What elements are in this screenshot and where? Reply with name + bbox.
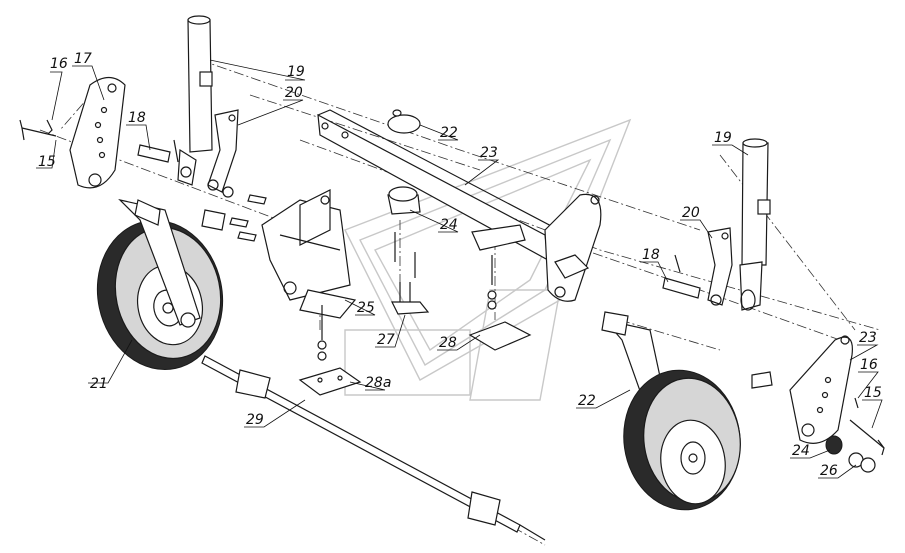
label-18-left: 18: [128, 110, 146, 126]
label-25: 25: [357, 300, 375, 316]
left-bracket: [207, 109, 239, 193]
label-20-left: 20: [285, 85, 303, 101]
center-brackets: [468, 224, 532, 351]
left-mount-bracket: [261, 189, 357, 319]
label-23-right: 23: [859, 330, 877, 346]
label-26: 26: [820, 463, 838, 479]
bottom-plate: [298, 305, 362, 396]
label-15-right: 15: [864, 385, 882, 401]
center-clamp: [387, 186, 430, 315]
right-outer-plate: [751, 335, 885, 473]
left-post: [177, 15, 213, 186]
left-pin: [19, 119, 57, 141]
label-18-right: 18: [642, 247, 660, 263]
right-center-plate: [544, 193, 602, 302]
label-22-center: 22: [440, 125, 458, 141]
leader-lines: [36, 59, 883, 479]
label-27: 27: [377, 332, 395, 348]
left-fork-arm: [118, 198, 201, 328]
label-23-center: 23: [480, 145, 498, 161]
right-axle: [662, 254, 701, 299]
label-22-right: 22: [578, 393, 596, 409]
left-axle: [137, 139, 179, 163]
label-24-right: 24: [792, 443, 810, 459]
left-plate: [69, 76, 126, 189]
fasteners-left: [201, 186, 267, 242]
label-28a: 28a: [365, 375, 391, 391]
label-16-right: 16: [860, 357, 878, 373]
label-21: 21: [90, 376, 108, 392]
label-28: 28: [439, 335, 457, 351]
label-24-center: 24: [440, 217, 458, 233]
label-15-left: 15: [38, 154, 56, 170]
shaft: [201, 355, 546, 541]
label-16-left: 16: [50, 56, 68, 72]
label-29: 29: [246, 412, 264, 428]
right-bracket: [707, 227, 733, 306]
top-plate-center: [387, 109, 421, 134]
right-wheel: [623, 369, 741, 511]
label-17: 17: [74, 51, 92, 67]
label-20-right: 20: [682, 205, 700, 221]
part-labels: 15 16 17 18 19 20 21 22 23 24 25 27 28 2…: [38, 51, 882, 479]
right-post: [739, 138, 771, 311]
label-19-right: 19: [714, 130, 732, 146]
label-19-left: 19: [287, 64, 305, 80]
